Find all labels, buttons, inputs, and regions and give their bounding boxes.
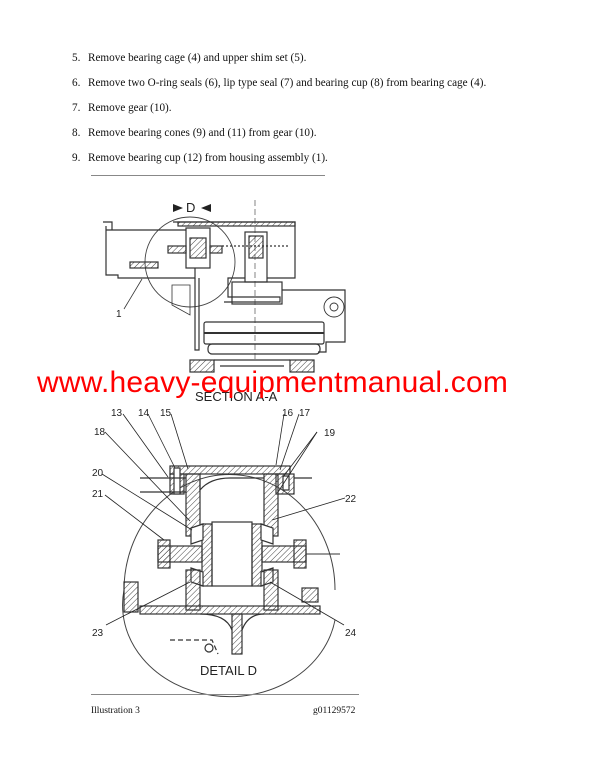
- callout-label: 13: [111, 408, 123, 419]
- callout-label: 1: [116, 309, 122, 320]
- callout-label: 16: [282, 408, 294, 419]
- illustration-label: Illustration 3: [91, 706, 140, 716]
- figure-bottom-divider: [91, 694, 359, 695]
- step-number: 7.: [72, 102, 81, 114]
- step-number: 9.: [72, 152, 81, 164]
- callout-label: 20: [92, 468, 104, 479]
- step-text: Remove bearing cones (9) and (11) from g…: [88, 127, 317, 139]
- callout-label: 24: [345, 628, 357, 639]
- step-text: Remove two O-ring seals (6), lip type se…: [88, 77, 487, 89]
- step-text: Remove bearing cage (4) and upper shim s…: [88, 52, 307, 64]
- figure-top-divider: [91, 175, 325, 176]
- instruction-step: 5. Remove bearing cage (4) and upper shim…: [72, 52, 306, 64]
- instruction-step: 9. Remove bearing cup (12) from housing a…: [72, 152, 328, 164]
- instruction-step: 8. Remove bearing cones (9) and (11) from…: [72, 127, 317, 139]
- callout-label: 17: [299, 408, 311, 419]
- instruction-step: 7. Remove gear (10).: [72, 102, 172, 114]
- watermark-url: www.heavy-equipmentmanual.com: [37, 366, 509, 399]
- callout-label: 14: [138, 408, 150, 419]
- view-marker-label: D: [186, 200, 195, 215]
- detail-d-drawing: [122, 465, 340, 698]
- step-text: Remove bearing cup (12) from housing ass…: [88, 152, 328, 164]
- view-d-marker: D: [173, 200, 211, 215]
- step-number: 5.: [72, 52, 81, 64]
- section-a-a-drawing: D 1: [103, 200, 346, 373]
- callout-label: 21: [92, 489, 104, 500]
- graphic-id: g01129572: [313, 706, 356, 716]
- callout-label: 15: [160, 408, 172, 419]
- section-title: SECTION A-A: [195, 389, 278, 404]
- step-number: 8.: [72, 127, 81, 139]
- callout-label: 22: [345, 494, 357, 505]
- callout-label: 18: [94, 427, 106, 438]
- callout-label: 23: [92, 628, 104, 639]
- detail-callouts: [101, 413, 346, 626]
- step-number: 6.: [72, 77, 81, 89]
- step-text: Remove gear (10).: [88, 102, 172, 114]
- instruction-step: 6. Remove two O-ring seals (6), lip type …: [72, 77, 486, 89]
- callout-label: 19: [324, 428, 336, 439]
- detail-title: DETAIL D: [200, 663, 257, 678]
